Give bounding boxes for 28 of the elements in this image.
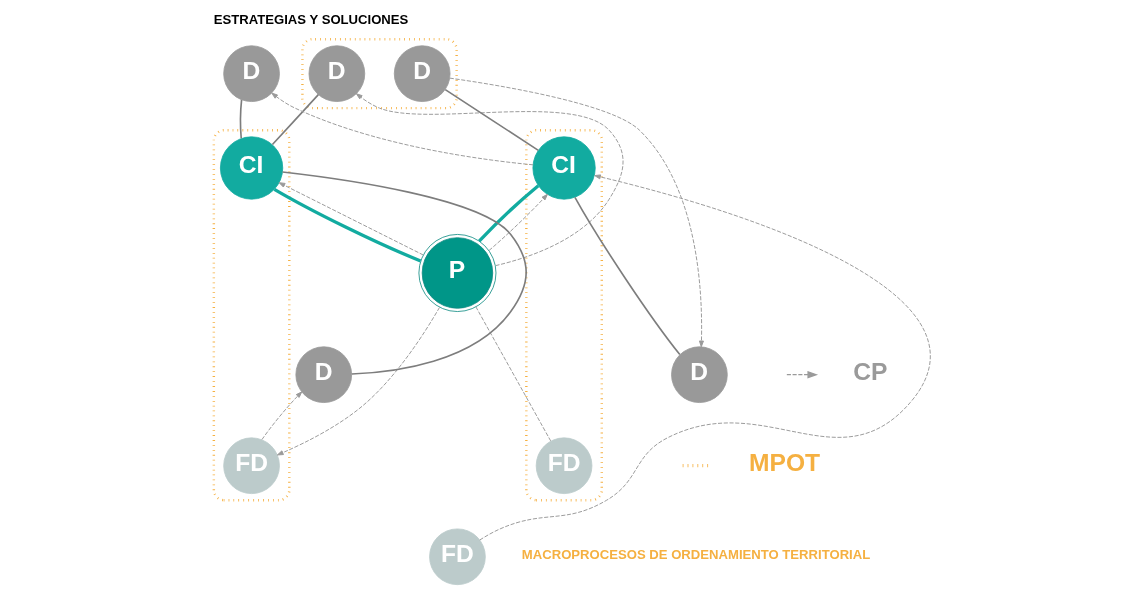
node-circle: FD: [222, 437, 280, 495]
legend-label: MPOT: [748, 449, 820, 477]
connector: [573, 196, 681, 356]
arrow: [278, 182, 424, 256]
cluster: [300, 38, 458, 110]
node-circle: FD: [535, 437, 592, 495]
arrow: [276, 306, 440, 456]
label: MACROPROCESOS DE ORDENAMIENTO TERRITORIAL: [521, 547, 870, 563]
arrow: [488, 193, 548, 251]
legend-label: CP: [852, 358, 887, 386]
connector: [443, 88, 539, 152]
arrow: [270, 92, 533, 166]
node-circle: FD: [428, 528, 486, 586]
diagram-title: ESTRATEGIAS Y SOLUCIONES: [213, 12, 408, 28]
connector: [474, 306, 551, 442]
connector: [281, 171, 527, 375]
connector: [273, 187, 421, 263]
arrow: [478, 174, 930, 541]
arrow: [448, 77, 704, 348]
node-circle: D: [393, 45, 450, 102]
arrow: [355, 93, 623, 267]
arrow: [261, 391, 302, 440]
connector: [239, 99, 242, 140]
connector: [271, 93, 319, 146]
connector: [477, 184, 539, 243]
cluster: [212, 129, 291, 502]
node-circle: CI: [219, 136, 283, 200]
node-circle: D: [670, 346, 728, 403]
